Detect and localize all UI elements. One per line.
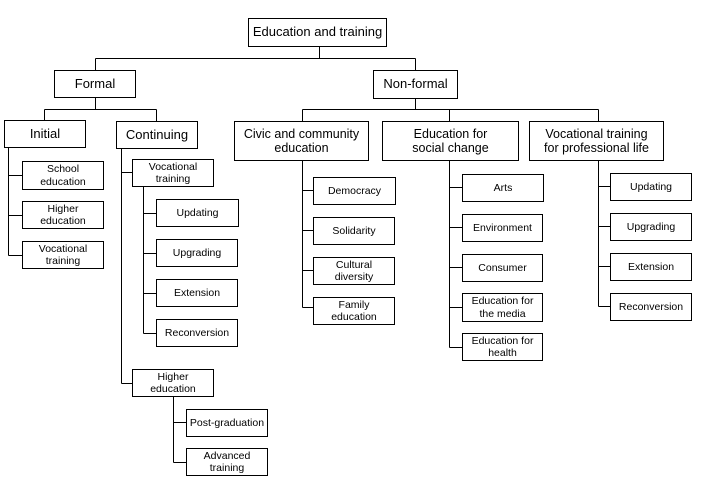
node-higher-education: Higher education — [22, 201, 104, 229]
node-continuing: Continuing — [116, 121, 198, 149]
node-initial: Initial — [4, 120, 86, 148]
node-extension: Extension — [156, 279, 238, 307]
node-school-education: School education — [22, 161, 104, 190]
node-updating: Updating — [156, 199, 239, 227]
node-advanced-training: Advanced training — [186, 448, 268, 476]
node-education-and-training: Education and training — [248, 18, 387, 47]
node-democracy: Democracy — [313, 177, 396, 205]
node-solidarity: Solidarity — [313, 217, 395, 245]
node-continuing-vocational-training: Vocational training — [132, 159, 214, 187]
node-consumer: Consumer — [462, 254, 543, 282]
node-family-education: Family education — [313, 297, 395, 325]
node-reconversion: Reconversion — [156, 319, 238, 347]
node-post-graduation: Post-graduation — [186, 409, 268, 437]
node-education-media: Education for the media — [462, 293, 543, 322]
node-formal: Formal — [54, 70, 136, 98]
node-arts: Arts — [462, 174, 544, 202]
node-prof-extension: Extension — [610, 253, 692, 281]
node-civic-community-education: Civic and community education — [234, 121, 369, 161]
node-upgrading: Upgrading — [156, 239, 238, 267]
node-environment: Environment — [462, 214, 543, 242]
node-education-social-change: Education for social change — [382, 121, 519, 161]
node-prof-upgrading: Upgrading — [610, 213, 692, 241]
node-vocational-training: Vocational training — [22, 241, 104, 269]
node-cultural-diversity: Cultural diversity — [313, 257, 395, 285]
node-prof-updating: Updating — [610, 173, 692, 201]
node-continuing-higher-education: Higher education — [132, 369, 214, 397]
node-vocational-professional-life: Vocational training for professional lif… — [529, 121, 664, 161]
node-prof-reconversion: Reconversion — [610, 293, 692, 321]
node-non-formal: Non-formal — [373, 70, 458, 99]
node-education-health: Education for health — [462, 333, 543, 361]
